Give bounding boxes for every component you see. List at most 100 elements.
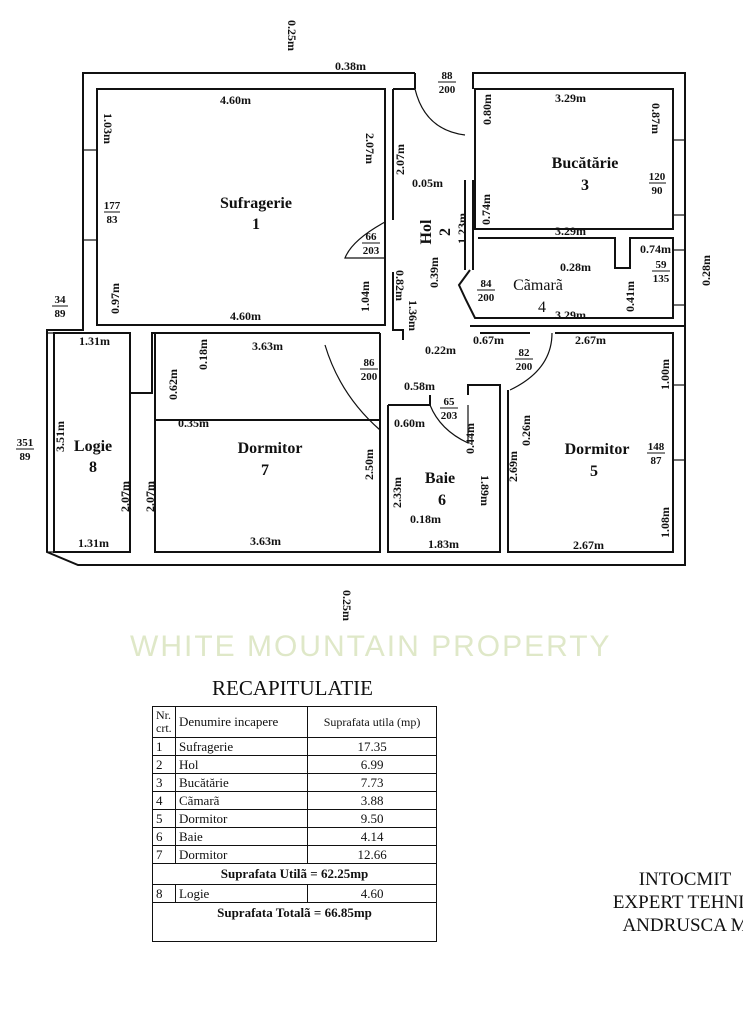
cell-name: Bucătărie: [174, 773, 309, 792]
dimension: 2.07m: [118, 481, 132, 512]
dimension: 1.89m: [478, 475, 492, 506]
cell-nr: 5: [152, 809, 176, 828]
header-nr: Nr. crt.: [152, 706, 176, 738]
watermark: WHITE MOUNTAIN PROPERTY: [130, 630, 612, 663]
dimension: 3.51m: [53, 421, 67, 452]
opening-height: 200: [439, 84, 456, 96]
opening-width: 148: [648, 441, 665, 453]
cell-name: Dormitor: [174, 809, 309, 828]
dimension: 0.74m: [640, 242, 671, 256]
dimension: 3.29m: [555, 91, 586, 105]
cell-nr: 8: [152, 884, 176, 903]
room-name: Bucătărie: [552, 155, 619, 172]
dimension: 0.60m: [394, 416, 425, 430]
room-number: 1: [252, 216, 260, 233]
dimension: 1.31m: [78, 536, 109, 550]
dimension: 2.33m: [390, 477, 404, 508]
cell-area: 4.60: [307, 884, 437, 903]
floor-plan: WHITE MOUNTAIN PROPERTY Sufr: [16, 20, 713, 663]
dimension: 0.25m: [340, 590, 354, 621]
room-name: Logie: [74, 438, 112, 455]
opening-width: 86: [364, 357, 376, 369]
cell-nr: 7: [152, 845, 176, 864]
dimension: 0.22m: [425, 343, 456, 357]
opening-width: 177: [104, 200, 121, 212]
cell-nr: 1: [152, 737, 176, 756]
signature-line: ANDRUSCA M: [622, 915, 743, 936]
cell-name: Cãmarã: [174, 791, 309, 810]
cell-area: 17.35: [307, 737, 437, 756]
dimension: 0.97m: [108, 283, 122, 314]
dimension: 2.07m: [143, 481, 157, 512]
cell-name: Hol: [174, 755, 309, 774]
cell-name: Logie: [174, 884, 309, 903]
dimension: 4.60m: [230, 309, 261, 323]
signature-block: INTOCMIT EXPERT TEHNIC ANDRUSCA M: [585, 868, 743, 937]
room-number: 5: [590, 463, 598, 480]
opening-width: 351: [17, 437, 34, 449]
cell-area: 6.99: [307, 755, 437, 774]
dimension: 2.67m: [573, 538, 604, 552]
dimension: 3.63m: [250, 534, 281, 548]
dimension: 1.03m: [101, 113, 115, 144]
dimension-labels: 0.25m 0.38m 4.60m 1.03m 2.07m 2.07m 3.29…: [53, 20, 713, 621]
dimension: 2.50m: [362, 449, 376, 480]
header-area: Suprafata utila (mp): [307, 706, 437, 738]
opening-height: 200: [478, 292, 495, 304]
opening-height: 200: [516, 361, 533, 373]
cell-name: Dormitor: [174, 845, 309, 864]
dimension: 0.35m: [178, 416, 209, 430]
cell-area: 7.73: [307, 773, 437, 792]
dimension: 0.18m: [196, 339, 210, 370]
dimension: 0.44m: [463, 423, 477, 454]
dimension: 2.69m: [506, 451, 520, 482]
opening-width: 59: [656, 259, 668, 271]
room-number: 7: [261, 462, 269, 479]
dimension: 0.38m: [335, 59, 366, 73]
dimension: 1.04m: [358, 281, 372, 312]
opening-width: 66: [366, 231, 378, 243]
dimension: 0.28m: [699, 255, 713, 286]
dimension: 4.60m: [220, 93, 251, 107]
dimension: 0.58m: [404, 379, 435, 393]
dimension: 1.31m: [79, 334, 110, 348]
summary-title: RECAPITULATIE: [212, 676, 373, 700]
grand-total: Suprafata Totalã = 66.85mp: [152, 902, 437, 942]
dimension: 1.23m: [455, 213, 469, 244]
opening-height: 83: [107, 214, 119, 226]
cell-nr: 2: [152, 755, 176, 774]
room-number: 8: [89, 459, 97, 476]
cell-area: 4.14: [307, 827, 437, 846]
opening-height: 135: [653, 273, 670, 285]
dimension: 0.26m: [519, 415, 533, 446]
dimension: 0.80m: [480, 94, 494, 125]
dimension: 1.08m: [658, 507, 672, 538]
signature-line: EXPERT TEHNIC: [612, 892, 743, 913]
dimension: 0.41m: [623, 281, 637, 312]
cell-name: Baie: [174, 827, 309, 846]
dimension: 2.07m: [363, 133, 377, 164]
room-name: Hol: [418, 219, 435, 244]
dimension: 1.00m: [658, 359, 672, 390]
opening-width: 34: [55, 294, 67, 306]
cell-area: 9.50: [307, 809, 437, 828]
useful-total: Suprafata Utilã = 62.25mp: [152, 863, 437, 885]
dimension: 0.67m: [473, 333, 504, 347]
dimension: 0.25m: [285, 20, 299, 51]
opening-height: 200: [361, 371, 378, 383]
opening-height: 89: [20, 451, 32, 463]
dimension: 0.05m: [412, 176, 443, 190]
dimension: 2.67m: [575, 333, 606, 347]
signature-line: INTOCMIT: [638, 869, 732, 890]
summary-table: Nr. crt. Denumire incapere Suprafata uti…: [152, 706, 437, 942]
